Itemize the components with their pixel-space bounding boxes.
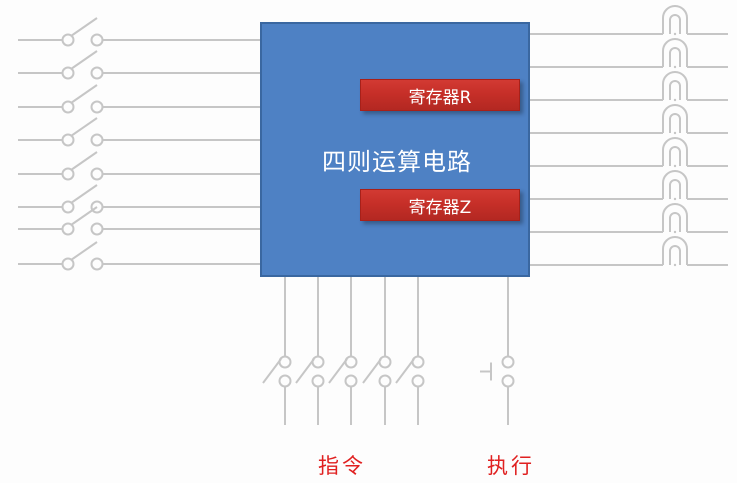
lamp-base-5 bbox=[673, 197, 677, 201]
register-r-box[interactable]: 寄存器R bbox=[360, 79, 520, 111]
instruction-switch-lever-2[interactable] bbox=[328, 358, 348, 384]
input-switch-lever-3[interactable] bbox=[70, 117, 98, 137]
lamp-inner-2 bbox=[669, 80, 681, 100]
input-switch-group bbox=[18, 17, 260, 271]
instruction-switch-knob-a-3[interactable] bbox=[378, 355, 392, 369]
lamp-inner-4 bbox=[669, 146, 681, 166]
instruction-label: 指令 bbox=[318, 454, 366, 478]
lamp-inner-3 bbox=[669, 113, 681, 133]
input-switch-knob-b-0[interactable] bbox=[90, 33, 104, 47]
instruction-switch-lever-3[interactable] bbox=[362, 358, 382, 384]
input-switch-knob-a-6[interactable] bbox=[61, 222, 75, 236]
lamp-inner-6 bbox=[669, 212, 681, 232]
input-switch-lever-4[interactable] bbox=[70, 151, 98, 171]
input-switch-knob-a-5[interactable] bbox=[61, 200, 75, 214]
lamp-base-7 bbox=[673, 263, 677, 267]
execute-switch-knob-b-0[interactable] bbox=[501, 374, 515, 388]
lamp-outer-0 bbox=[662, 5, 688, 34]
input-switch-knob-a-0[interactable] bbox=[61, 33, 75, 47]
input-switch-knob-b-3[interactable] bbox=[90, 133, 104, 147]
bottom-switch-group bbox=[262, 277, 515, 425]
lamp-base-0 bbox=[673, 32, 677, 36]
instruction-switch-knob-b-4[interactable] bbox=[411, 374, 425, 388]
lamp-outer-1 bbox=[662, 38, 688, 67]
input-switch-knob-a-4[interactable] bbox=[61, 167, 75, 181]
input-switch-knob-b-4[interactable] bbox=[90, 167, 104, 181]
input-switch-lever-0[interactable] bbox=[70, 17, 98, 37]
lamp-inner-0 bbox=[669, 14, 681, 34]
register-r-label: 寄存器R bbox=[408, 87, 472, 108]
input-switch-knob-b-6[interactable] bbox=[90, 222, 104, 236]
input-switch-lever-2[interactable] bbox=[70, 84, 98, 104]
input-switch-knob-a-3[interactable] bbox=[61, 133, 75, 147]
lamp-outer-4 bbox=[662, 137, 688, 166]
lamp-outer-6 bbox=[662, 203, 688, 232]
instruction-switch-knob-b-3[interactable] bbox=[378, 374, 392, 388]
register-z-label: 寄存器Z bbox=[408, 197, 472, 218]
input-switch-knob-a-7[interactable] bbox=[61, 257, 75, 271]
instruction-switch-knob-a-2[interactable] bbox=[344, 355, 358, 369]
execute-switch-knob-a-0[interactable] bbox=[501, 355, 515, 369]
input-switch-knob-b-7[interactable] bbox=[90, 257, 104, 271]
lamp-inner-5 bbox=[669, 179, 681, 199]
lamp-inner-1 bbox=[669, 47, 681, 67]
lamp-base-6 bbox=[673, 230, 677, 234]
cpu-title-label: 四则运算电路 bbox=[322, 148, 472, 176]
input-switch-knob-b-1[interactable] bbox=[90, 66, 104, 80]
lamp-base-4 bbox=[673, 164, 677, 168]
instruction-switch-knob-b-1[interactable] bbox=[311, 374, 325, 388]
lamp-base-1 bbox=[673, 65, 677, 69]
execute-label: 执行 bbox=[487, 454, 535, 478]
input-switch-knob-a-1[interactable] bbox=[61, 66, 75, 80]
lamp-outer-5 bbox=[662, 170, 688, 199]
input-switch-lever-6[interactable] bbox=[70, 206, 98, 226]
instruction-switch-lever-1[interactable] bbox=[295, 358, 315, 384]
lamp-outer-7 bbox=[662, 236, 688, 265]
lamp-inner-7 bbox=[669, 245, 681, 265]
lamp-base-2 bbox=[673, 98, 677, 102]
instruction-switch-knob-a-1[interactable] bbox=[311, 355, 325, 369]
input-switch-lever-7[interactable] bbox=[70, 241, 98, 261]
input-switch-knob-a-2[interactable] bbox=[61, 100, 75, 114]
instruction-switch-knob-b-0[interactable] bbox=[278, 374, 292, 388]
output-lamp-group bbox=[530, 5, 728, 267]
input-switch-lever-5[interactable] bbox=[70, 184, 98, 204]
lamp-base-3 bbox=[673, 131, 677, 135]
instruction-switch-knob-a-0[interactable] bbox=[278, 355, 292, 369]
lamp-outer-2 bbox=[662, 71, 688, 100]
instruction-switch-knob-a-4[interactable] bbox=[411, 355, 425, 369]
arithmetic-circuit-box[interactable]: 寄存器R 四则运算电路 寄存器Z bbox=[260, 22, 530, 277]
instruction-switch-lever-0[interactable] bbox=[262, 358, 282, 384]
input-switch-knob-b-2[interactable] bbox=[90, 100, 104, 114]
register-z-box[interactable]: 寄存器Z bbox=[360, 189, 520, 221]
instruction-switch-lever-4[interactable] bbox=[395, 358, 415, 384]
lamp-outer-3 bbox=[662, 104, 688, 133]
instruction-switch-knob-b-2[interactable] bbox=[344, 374, 358, 388]
input-switch-lever-1[interactable] bbox=[70, 50, 98, 70]
